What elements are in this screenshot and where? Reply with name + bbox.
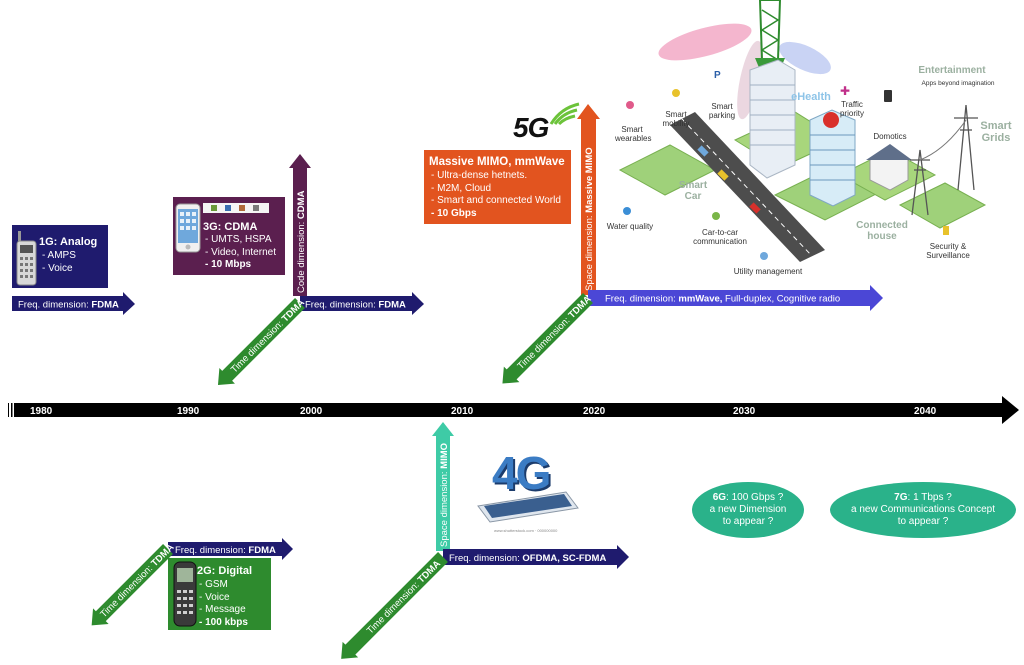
gen3-rate: - 10 Mbps <box>205 259 252 270</box>
year-2020: 2020 <box>583 406 606 417</box>
gen6-line2: a new Dimension <box>709 504 787 515</box>
gen3-info-box: 3G: CDMA - UMTS, HSPA - Video, Internet … <box>173 197 285 275</box>
gen1-item: - Voice <box>42 262 73 274</box>
gen5-logo: 5G <box>513 100 583 146</box>
gen7-line3: to appear ? <box>897 516 949 527</box>
svg-text:Time dimension: TDMA: Time dimension: TDMA <box>98 542 176 620</box>
gen4-logo: www.shutterstock.com · 000000000 4G <box>470 446 580 541</box>
gen1-feature-list: - AMPS - Voice <box>42 250 76 275</box>
label-entertainment-sub: Apps beyond imagination <box>921 80 995 87</box>
gen3-item: - Video, Internet <box>205 246 276 258</box>
mobile-phone-1g-icon <box>16 231 37 286</box>
tablet-icon: www.shutterstock.com · 000000000 <box>477 491 579 533</box>
svg-text:Freq. dimension: OFDMA, SC-FDM: Freq. dimension: OFDMA, SC-FDMA <box>449 553 606 564</box>
gen1-freq-arrow: Freq. dimension: FDMA <box>12 292 135 315</box>
gen5-info-box: Massive MIMO, mmWave - Ultra-dense hetne… <box>424 150 571 224</box>
svg-text:Code dimension: CDMA: Code dimension: CDMA <box>296 190 307 293</box>
gen3-freq-arrow: Freq. dimension: FDMA <box>300 292 424 315</box>
gen5-logo-text: 5G <box>513 112 549 143</box>
gen5-title: Massive MIMO, mmWave <box>429 156 565 168</box>
svg-text:Space dimension: Massive MIMO: Space dimension: Massive MIMO <box>584 147 595 291</box>
gen5-rate: - 10 Gbps <box>431 207 477 219</box>
gen5-feature-list: - Ultra-dense hetnets. - M2M, Cloud - Sm… <box>431 170 561 220</box>
signal-arcs-icon <box>549 102 580 126</box>
gen1-title: 1G: Analog <box>39 236 98 248</box>
year-2010: 2010 <box>451 406 474 417</box>
gen5-item: - M2M, Cloud <box>431 182 492 194</box>
gen5-item: - Ultra-dense hetnets. <box>431 170 528 181</box>
gen5-item: - Smart and connected World <box>431 195 561 206</box>
svg-text:Time dimension: TDMA: Time dimension: TDMA <box>516 294 594 372</box>
gen3-feature-list: - UMTS, HSPA - Video, Internet - 10 Mbps <box>205 234 276 272</box>
label-domotics: Domotics <box>873 132 907 141</box>
gen5-freq-arrow: Freq. dimension: mmWave, Full-duplex, Co… <box>588 285 883 311</box>
gen2-time-arrow: Time dimension: TDMA <box>91 542 177 626</box>
svg-text:Freq. dimension: FDMA: Freq. dimension: FDMA <box>175 545 276 556</box>
gen2-info-box: 2G: Digital - GSM - Voice - Message - 10… <box>168 558 271 630</box>
svg-text:Freq. dimension: mmWave, Full-: Freq. dimension: mmWave, Full-duplex, Co… <box>605 294 840 305</box>
gen1-item: - AMPS <box>42 250 76 261</box>
year-2030: 2030 <box>733 406 756 417</box>
year-1990: 1990 <box>177 406 200 417</box>
gen4-space-arrow: Space dimension: MIMO <box>432 422 454 551</box>
gen2-feature-list: - GSM - Voice - Message - 100 kbps <box>199 579 248 629</box>
label-ehealth: eHealth <box>791 91 831 103</box>
svg-text:Freq. dimension: FDMA: Freq. dimension: FDMA <box>305 300 406 311</box>
gen5-space-arrow: Space dimension: Massive MIMO <box>577 104 600 295</box>
gen4-time-arrow: Time dimension: TDMA <box>341 552 448 659</box>
gen7-line2: a new Communications Concept <box>851 504 995 515</box>
svg-text:P: P <box>714 70 721 81</box>
svg-text:Freq. dimension: FDMA: Freq. dimension: FDMA <box>18 300 119 311</box>
gen7-headline: 7G: 1 Tbps ? <box>894 492 952 503</box>
gen6-headline: 6G: 100 Gbps ? <box>712 492 784 503</box>
gen3-time-arrow: Time dimension: TDMA <box>217 297 307 386</box>
svg-text:Space dimension: MIMO: Space dimension: MIMO <box>439 443 450 547</box>
gen6-line3: to appear ? <box>722 516 774 527</box>
label-entertainment: Entertainment <box>918 65 986 76</box>
gen2-freq-arrow: Freq. dimension: FDMA <box>168 538 293 560</box>
year-2000: 2000 <box>300 406 323 417</box>
gen2-rate: - 100 kbps <box>199 616 248 628</box>
gen3-title: 3G: CDMA <box>203 221 258 233</box>
media-strip-icon <box>203 203 269 213</box>
gen4-freq-arrow: Freq. dimension: OFDMA, SC-FDMA <box>443 545 629 569</box>
svg-text:Time dimension: TDMA: Time dimension: TDMA <box>229 297 307 375</box>
svg-text:✚: ✚ <box>840 84 850 98</box>
year-2040: 2040 <box>914 406 937 417</box>
gen6-oval: 6G: 100 Gbps ? a new Dimension to appear… <box>692 482 804 538</box>
gen2-item: - Message <box>199 604 246 615</box>
year-1980: 1980 <box>30 406 53 417</box>
smartphone-3g-icon <box>175 203 201 253</box>
gen3-item: - UMTS, HSPA <box>205 234 272 245</box>
svg-text:www.shutterstock.com · 0000000: www.shutterstock.com · 000000000 <box>494 528 558 533</box>
gen2-item: - GSM <box>199 579 228 590</box>
gen7-oval: 7G: 1 Tbps ? a new Communications Concep… <box>830 482 1016 538</box>
label-water-quality: Water quality <box>606 222 654 231</box>
label-security-surveillance: Security &Surveillance <box>926 242 970 260</box>
svg-text:Time dimension: TDMA: Time dimension: TDMA <box>365 558 443 636</box>
gen3-code-arrow: Code dimension: CDMA <box>289 154 311 296</box>
gen1-info-box: 1G: Analog - AMPS - Voice <box>12 225 108 288</box>
gen2-title: 2G: Digital <box>197 565 253 577</box>
label-utility-management: Utility management <box>733 267 803 276</box>
gen2-item: - Voice <box>199 591 230 603</box>
mobile-phone-2g-icon <box>173 561 197 627</box>
smart-city-graphic: P ✚ <box>618 0 987 262</box>
gen5-time-arrow: Time dimension: TDMA <box>502 293 594 384</box>
gen4-logo-text: 4G <box>492 447 551 499</box>
